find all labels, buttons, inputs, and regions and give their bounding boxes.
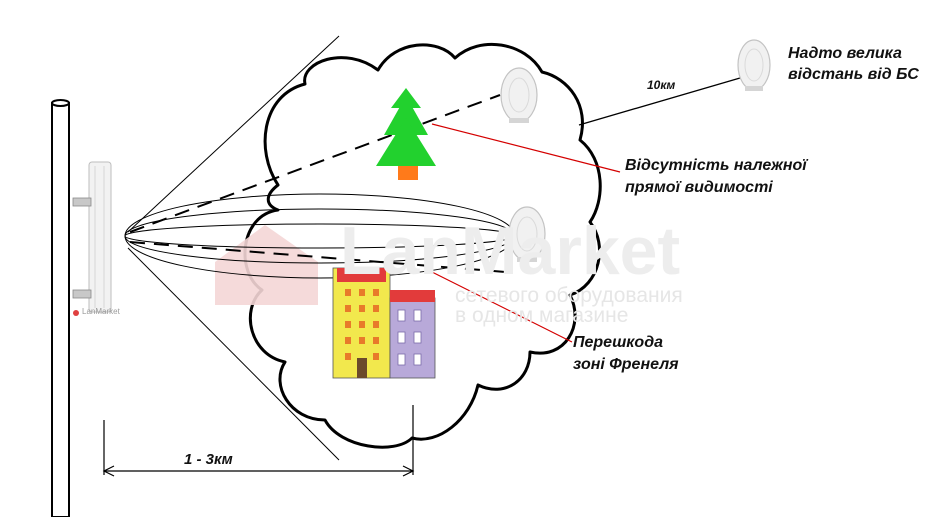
tree-trunk bbox=[398, 166, 418, 180]
no-los-label-line2: прямої видимості bbox=[625, 179, 773, 196]
watermark-slogan-line2: в одном магазине bbox=[455, 304, 629, 327]
too-far-label-line2: відстань від БС bbox=[788, 66, 919, 83]
watermark-brand: LanMarket bbox=[340, 213, 681, 289]
dish-antenna-far bbox=[737, 39, 771, 91]
line-of-sight-lines bbox=[129, 94, 507, 273]
far-distance-label: 10км bbox=[647, 78, 676, 92]
far-link-line bbox=[578, 77, 741, 126]
near-distance-label: 1 - 3км bbox=[184, 451, 233, 468]
no-los-label-line1: Відсутність належної bbox=[625, 157, 807, 174]
watermark-slogan-line1: сетевого оборудования bbox=[455, 284, 683, 307]
distance-dimension-line bbox=[102, 405, 415, 477]
tree-icon bbox=[376, 88, 436, 180]
antenna-brand-label: LanMarket bbox=[82, 307, 120, 316]
fresnel-label-line2: зоні Френеля bbox=[573, 356, 679, 373]
annotation-pointer-lines bbox=[431, 123, 621, 343]
antenna-logo-icon bbox=[73, 310, 79, 316]
watermark-house-icon bbox=[215, 225, 318, 305]
dish-antenna-near-top bbox=[500, 67, 538, 123]
fresnel-label-line1: Перешкода bbox=[573, 334, 663, 351]
buildings-icon bbox=[332, 267, 436, 379]
too-far-label-line1: Надто велика bbox=[788, 45, 902, 62]
sector-antenna bbox=[70, 158, 132, 320]
sector-coverage-lines bbox=[127, 35, 340, 461]
antenna-mast bbox=[51, 99, 70, 517]
dish-antenna-near-middle bbox=[508, 206, 546, 262]
coverage-cloud bbox=[243, 42, 602, 449]
